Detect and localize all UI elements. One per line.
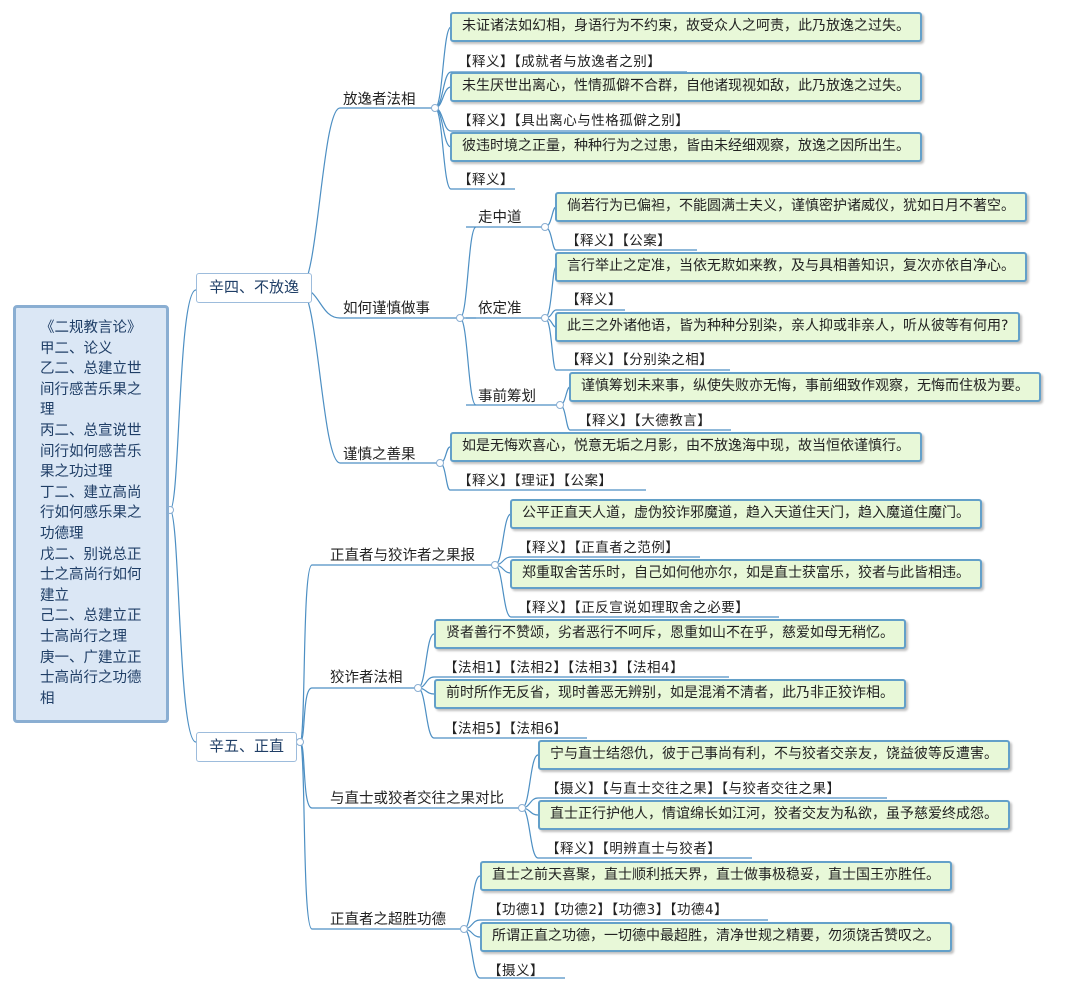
tag-node[interactable]: 【释义】【成就者与放逸者之别】 bbox=[458, 54, 662, 70]
root-line: 庚一、广建立正 bbox=[40, 649, 142, 666]
root-line: 士之高尚行如何 bbox=[40, 567, 142, 584]
tag-node[interactable]: 【释义】【理证】【公案】 bbox=[458, 473, 613, 489]
topic-guobao[interactable]: 正直者与狡诈者之果报 bbox=[330, 548, 475, 564]
root-title: 《二规教言论》 bbox=[40, 320, 142, 336]
root-line: 功德理 bbox=[40, 525, 84, 542]
root-line: 丁二、建立高尚 bbox=[40, 484, 142, 501]
tag-node[interactable]: 【法相5】【法相6】 bbox=[444, 721, 568, 737]
root-line: 行如何感乐果之 bbox=[40, 505, 142, 522]
root-line: 果之功过理 bbox=[40, 464, 113, 481]
branch-xin4[interactable]: 辛四、不放逸 bbox=[196, 273, 313, 303]
tag-node[interactable]: 【释义】【具出离心与性格孤僻之别】 bbox=[458, 113, 690, 129]
root-line: 士高尚行之功德 bbox=[40, 670, 142, 687]
root-line: 甲二、论义 bbox=[40, 340, 113, 357]
text-node[interactable]: 未证诸法如幻相，身语行为不约束，故受众人之呵责，此乃放逸之过失。 bbox=[450, 12, 922, 42]
topic-shanguo[interactable]: 谨慎之善果 bbox=[343, 447, 416, 463]
text-node[interactable]: 谨慎筹划未来事，纵使失败亦无悔，事前细致作观察，无悔而住极为要。 bbox=[569, 372, 1041, 402]
topic-jiaowang[interactable]: 与直士或狡者交往之果对比 bbox=[330, 791, 504, 807]
text-node[interactable]: 直士正行护他人，情谊绵长如江河，狡者交友为私欲，虽予慈爱终成怨。 bbox=[538, 800, 1010, 830]
topic-jinshen[interactable]: 如何谨慎做事 bbox=[343, 301, 430, 317]
root-line: 丙二、总宣说世 bbox=[40, 422, 142, 439]
branch-xin5[interactable]: 辛五、正直 bbox=[196, 732, 298, 762]
tag-node[interactable]: 【释义】 bbox=[458, 172, 514, 188]
subtopic-yidingzhun[interactable]: 依定准 bbox=[478, 301, 522, 317]
subtopic-zouzhongdao[interactable]: 走中道 bbox=[478, 210, 522, 226]
tag-node[interactable]: 【功德1】【功德2】【功德3】【功德4】 bbox=[488, 902, 729, 918]
text-node[interactable]: 宁与直士结怨仇，彼于己事尚有利，不与狡者交亲友，饶益彼等反遭害。 bbox=[538, 740, 1010, 770]
text-node[interactable]: 直士之前天喜聚，直士顺利抵天界，直士做事极稳妥，直士国王亦胜任。 bbox=[480, 861, 952, 891]
text-node[interactable]: 倘若行为已偏袒，不能圆满士夫义，谨慎密护诸威仪，犹如日月不著空。 bbox=[555, 192, 1027, 222]
root-line: 间行感苦乐果之 bbox=[40, 381, 142, 398]
tag-node[interactable]: 【释义】【正直者之范例】 bbox=[518, 540, 680, 556]
topic-fangyi[interactable]: 放逸者法相 bbox=[343, 92, 416, 108]
text-node[interactable]: 贤者善行不赞颂，劣者恶行不呵斥，恩重如山不在乎，慈爱如母无稍忆。 bbox=[434, 619, 906, 649]
text-node[interactable]: 此三之外诸他语，皆为种种分别染，亲人抑或非亲人，听从彼等有何用? bbox=[555, 312, 1021, 342]
tag-node[interactable]: 【释义】【明辨直士与狡者】 bbox=[546, 841, 722, 857]
text-node[interactable]: 公平正直天人道，虚伪狡诈邪魔道，趋入天道住天门，趋入魔道住魔门。 bbox=[510, 499, 982, 529]
root-line: 相 bbox=[40, 690, 55, 707]
text-node[interactable]: 前时所作无反省，现时善恶无辨别，如是混淆不清者，此乃非正狡诈相。 bbox=[434, 679, 906, 709]
root-line: 理 bbox=[40, 402, 55, 419]
text-node[interactable]: 郑重取舍苦乐时，自己如何他亦尔，如是直士获富乐，狡者与此皆相违。 bbox=[510, 559, 982, 589]
root-line: 士高尚行之理 bbox=[40, 628, 127, 645]
tag-node[interactable]: 【释义】【分别染之相】 bbox=[566, 352, 714, 368]
text-node[interactable]: 未生厌世出离心，性情孤僻不合群，自他诸现视如敌，此乃放逸之过失。 bbox=[450, 72, 922, 102]
root-line: 乙二、总建立世 bbox=[40, 361, 142, 378]
tag-node[interactable]: 【释义】 bbox=[566, 292, 622, 308]
text-node[interactable]: 如是无悔欢喜心，悦意无垢之月影，由不放逸海中现，故当恒依谨慎行。 bbox=[450, 432, 922, 462]
text-node[interactable]: 言行举止之定准，当依无欺如来教，及与具相善知识，复次亦依自净心。 bbox=[555, 252, 1027, 282]
tag-node[interactable]: 【法相1】【法相2】【法相3】【法相4】 bbox=[444, 660, 685, 676]
topic-gongde[interactable]: 正直者之超胜功德 bbox=[330, 912, 446, 928]
text-node[interactable]: 彼违时境之正量，种种行为之过患，皆由未经细观察，放逸之因所出生。 bbox=[450, 132, 922, 162]
subtopic-shiqianchouhua[interactable]: 事前筹划 bbox=[478, 389, 536, 405]
tag-node[interactable]: 【摄义】 bbox=[488, 963, 544, 979]
tag-node[interactable]: 【释义】【公案】 bbox=[566, 233, 672, 249]
text-node[interactable]: 所谓正直之功德，一切德中最超胜，清净世规之精要，勿须饶舌赞叹之。 bbox=[480, 922, 952, 952]
root-line: 戊二、别说总正 bbox=[40, 546, 142, 563]
root-line: 己二、总建立正 bbox=[40, 608, 142, 625]
root-line: 间行如何感苦乐 bbox=[40, 443, 142, 460]
topic-jiaozha[interactable]: 狡诈者法相 bbox=[330, 670, 403, 686]
tag-node[interactable]: 【摄义】【与直士交往之果】【与狡者交往之果】 bbox=[546, 781, 841, 797]
tag-node[interactable]: 【释义】【正反宣说如理取舍之必要】 bbox=[518, 600, 750, 616]
root-node[interactable]: 《二规教言论》 甲二、论义 乙二、总建立世 间行感苦乐果之 理 丙二、总宣说世 … bbox=[13, 305, 169, 723]
root-line: 建立 bbox=[40, 587, 69, 604]
tag-node[interactable]: 【释义】【大德教言】 bbox=[578, 413, 712, 429]
